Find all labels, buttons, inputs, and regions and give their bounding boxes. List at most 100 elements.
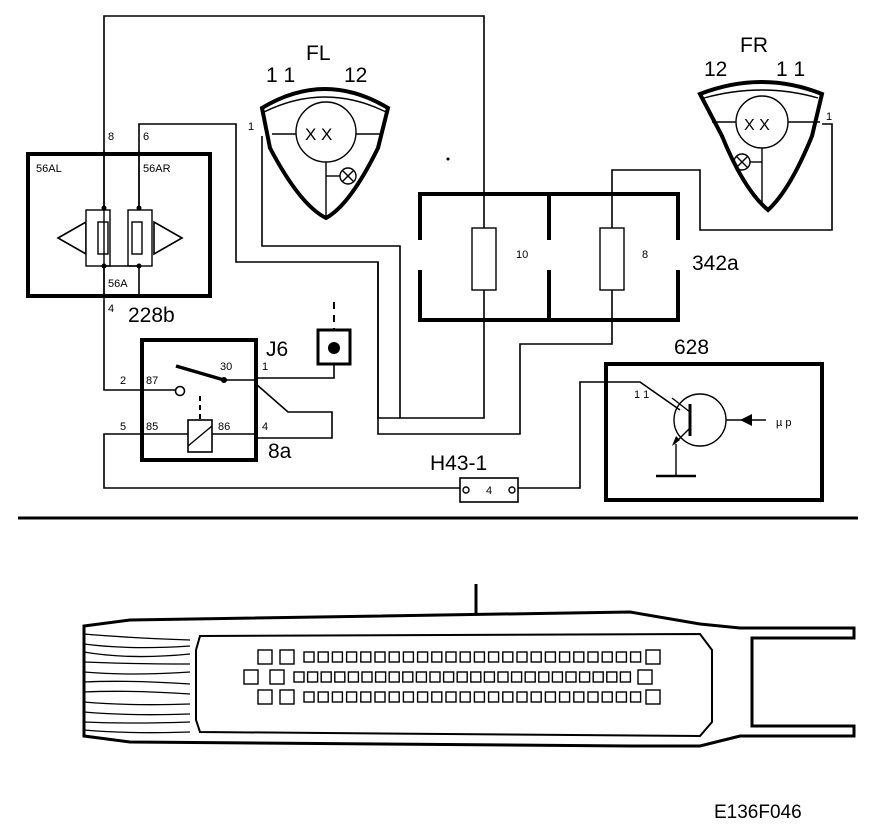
wire-conn-to-ecu <box>516 381 681 489</box>
connector-pin-slot <box>645 689 661 705</box>
connector-pin-slot <box>402 671 414 683</box>
connector-pin-slot <box>360 651 372 663</box>
switch-pin-8: 8 <box>108 131 114 143</box>
connector-pin-slot <box>402 651 415 663</box>
fl-title: FL <box>306 42 331 65</box>
connector-pin-slot <box>606 671 618 683</box>
ecu-id: 628 <box>674 336 709 359</box>
connector-pin-slot <box>456 671 468 683</box>
connector-pin-slot <box>374 651 386 663</box>
connector-pin-slot <box>416 651 429 663</box>
connector-pin-slot <box>538 671 550 683</box>
connector-pin-slot <box>473 691 486 703</box>
connector-pin-slot <box>269 669 285 685</box>
connector-pin-slot <box>402 691 415 703</box>
connector-pin-slot <box>473 651 486 663</box>
connector-pin-slot <box>601 691 613 703</box>
hazard-switch <box>26 150 212 300</box>
connector-pin-slot <box>544 651 557 663</box>
fuse-box-id: 342a <box>692 252 739 275</box>
relay-pin-2: 2 <box>120 375 126 387</box>
connector-pin-slot <box>587 651 599 663</box>
connector-pin-slot <box>360 691 372 703</box>
connector-pin-slot <box>279 649 295 665</box>
switch-56al: 56AL <box>36 163 62 175</box>
connector-pin-slot <box>637 669 653 685</box>
figure-code: E136F046 <box>714 802 802 823</box>
switch-56a: 56A <box>108 278 128 290</box>
connector-pin-slot <box>345 651 358 663</box>
relay-pin-87: 87 <box>146 375 158 387</box>
connector-pin-slot <box>510 671 523 683</box>
connector-pin-slot <box>615 651 628 663</box>
fl-lamp: X X <box>259 87 391 221</box>
connector-pin-slot <box>293 671 305 683</box>
relay-pin-4: 4 <box>262 421 268 433</box>
connector-h43 <box>459 477 519 503</box>
connector-pin-slot <box>257 649 273 665</box>
connector-pin-slot <box>374 691 386 703</box>
connector-pin-slot <box>431 691 443 703</box>
connector-pin-slot <box>587 691 599 703</box>
fuse-10-label: 10 <box>516 249 528 261</box>
relay-id: 8a <box>268 440 292 463</box>
connector-pin-slot <box>565 671 577 683</box>
fl-pin-12: 12 <box>344 64 367 87</box>
relay-pin-1: 1 <box>262 361 268 373</box>
connector-pin-slot <box>388 671 400 683</box>
fr-side-bulb-icon <box>733 153 751 171</box>
ecu-628 <box>604 362 824 502</box>
connector-pin-slot <box>459 691 471 703</box>
j6-terminal <box>316 328 352 366</box>
connector-pin-slot <box>516 691 528 703</box>
connector-pin-grid <box>243 649 661 705</box>
connector-pin-slot <box>558 691 571 703</box>
connector-pin-slot <box>303 691 315 703</box>
j6-label: J6 <box>266 338 288 361</box>
connector-pin-slot <box>416 691 429 703</box>
connector-pin-slot <box>487 691 500 703</box>
switch-56ar: 56AR <box>143 163 171 175</box>
connector-pin-slot <box>388 651 400 663</box>
connector-pin-slot <box>345 691 358 703</box>
transistor-icon <box>673 393 727 447</box>
connector-pin-slot <box>544 691 557 703</box>
fl-side-bulb-icon <box>339 167 357 185</box>
relay <box>140 338 258 462</box>
relay-pin-85: 85 <box>146 421 158 433</box>
svg-text:X X: X X <box>305 125 332 144</box>
connector-pin-slot <box>629 651 642 663</box>
connector-id: H43-1 <box>430 452 487 475</box>
wire-relay5-to-conn <box>103 433 462 489</box>
fl-pin-1: 1 <box>248 121 254 133</box>
fuse-8-label: 8 <box>642 249 648 261</box>
connector-pin-slot <box>431 651 443 663</box>
connector-pin-slot <box>429 671 441 683</box>
connector-pin-slot <box>331 651 344 663</box>
relay-pin-86: 86 <box>218 421 230 433</box>
fl-pin-11: 1 1 <box>266 64 295 87</box>
connector-pin-slot <box>578 671 591 683</box>
connector-pin-slot <box>592 671 604 683</box>
connector-pin-slot <box>502 691 514 703</box>
wire-switch4-to-relay87 <box>103 300 176 391</box>
connector-pin-slot <box>317 651 329 663</box>
connector-pin-slot <box>629 691 642 703</box>
connector-pin-slot <box>487 651 500 663</box>
relay-pin-30: 30 <box>220 361 232 373</box>
connector-pin-slot <box>334 671 346 683</box>
connector-pin-slot <box>320 671 332 683</box>
connector-pin-slot <box>619 671 632 683</box>
wire-fuse8-to-fr <box>611 123 833 231</box>
connector-pin-slot <box>558 651 571 663</box>
ecu-pin-11: 1 1 <box>634 389 649 401</box>
connector-pin-slot <box>470 671 482 683</box>
fuse-box <box>415 192 683 322</box>
connector-pin-slot <box>516 651 528 663</box>
relay-pin-5: 5 <box>120 421 126 433</box>
connector-pin-slot <box>601 651 613 663</box>
connector-pin-slot <box>442 671 455 683</box>
connector-pin-slot <box>317 691 329 703</box>
connector-pin-slot <box>573 651 585 663</box>
